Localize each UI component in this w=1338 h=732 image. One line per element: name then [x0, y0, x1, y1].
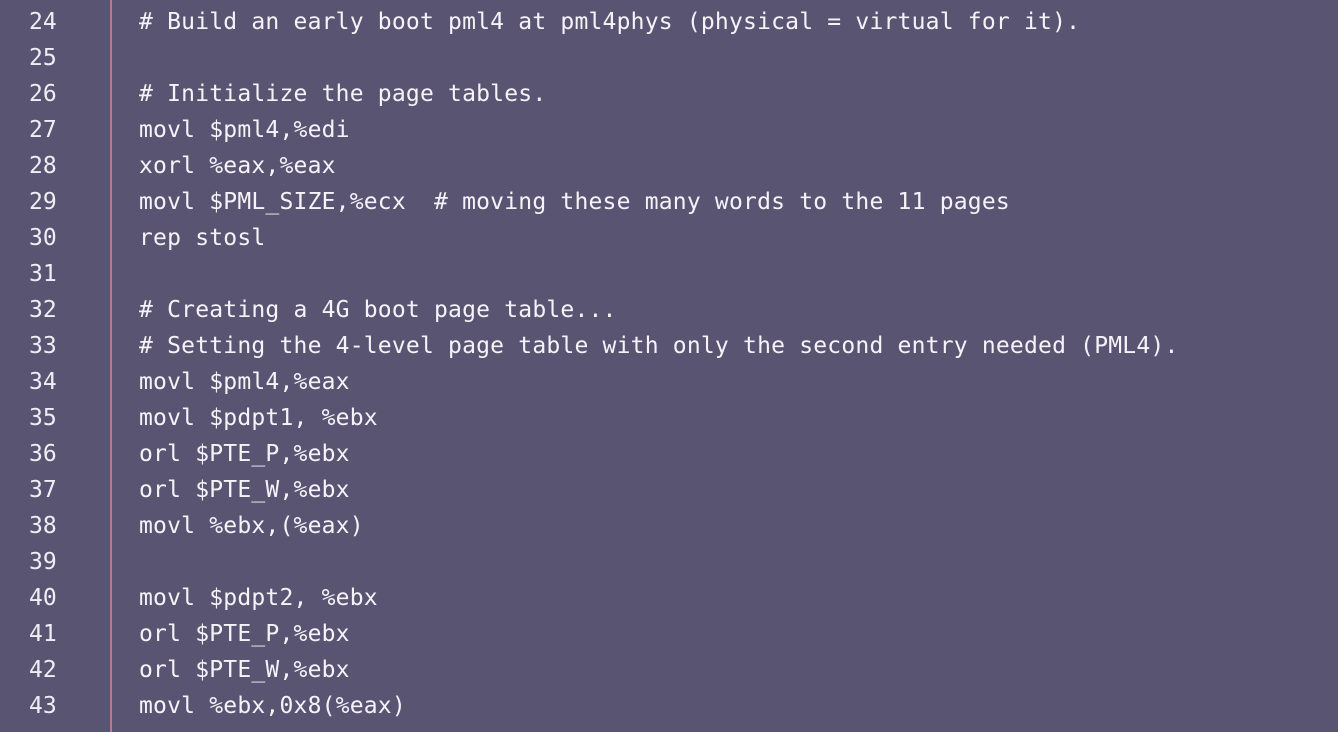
- gutter-divider: [110, 0, 112, 732]
- line-number: 28: [29, 153, 57, 179]
- line-code[interactable]: xorl %eax,%eax: [139, 153, 336, 179]
- code-line[interactable]: 24 # Build an early boot pml4 at pml4phys…: [0, 4, 1338, 40]
- code-line[interactable]: 30 rep stosl: [0, 220, 1338, 256]
- line-code[interactable]: movl $pml4,%edi: [139, 117, 350, 143]
- line-code[interactable]: movl $PML_SIZE,%ecx # moving these many …: [139, 189, 1010, 215]
- line-code[interactable]: movl $pml4,%eax: [139, 369, 350, 395]
- line-number: 41: [29, 621, 57, 647]
- code-line[interactable]: 35 movl $pdpt1, %ebx: [0, 400, 1338, 436]
- code-lines: 24 # Build an early boot pml4 at pml4phys…: [0, 4, 1338, 724]
- line-code[interactable]: movl %ebx,(%eax): [139, 513, 364, 539]
- line-number: 39: [29, 549, 57, 575]
- code-line[interactable]: 25: [0, 40, 1338, 76]
- code-line[interactable]: 42 orl $PTE_W,%ebx: [0, 652, 1338, 688]
- line-number: 33: [29, 333, 57, 359]
- code-line[interactable]: 31: [0, 256, 1338, 292]
- code-line[interactable]: 37 orl $PTE_W,%ebx: [0, 472, 1338, 508]
- line-code[interactable]: movl $pdpt1, %ebx: [139, 405, 378, 431]
- line-code[interactable]: rep stosl: [139, 225, 266, 251]
- line-code[interactable]: orl $PTE_W,%ebx: [139, 657, 350, 683]
- line-code[interactable]: movl %ebx,0x8(%eax): [139, 693, 406, 719]
- code-line[interactable]: 29 movl $PML_SIZE,%ecx # moving these man…: [0, 184, 1338, 220]
- line-number: 38: [29, 513, 57, 539]
- code-line[interactable]: 39: [0, 544, 1338, 580]
- line-number: 31: [29, 261, 57, 287]
- line-number: 25: [29, 45, 57, 71]
- line-number: 36: [29, 441, 57, 467]
- line-code[interactable]: orl $PTE_P,%ebx: [139, 621, 350, 647]
- line-number: 40: [29, 585, 57, 611]
- line-number: 42: [29, 657, 57, 683]
- code-line[interactable]: 27 movl $pml4,%edi: [0, 112, 1338, 148]
- line-code[interactable]: movl $pdpt2, %ebx: [139, 585, 378, 611]
- code-line[interactable]: 28 xorl %eax,%eax: [0, 148, 1338, 184]
- line-number: 24: [29, 9, 57, 35]
- line-number: 32: [29, 297, 57, 323]
- line-number: 29: [29, 189, 57, 215]
- line-code[interactable]: # Build an early boot pml4 at pml4phys (…: [139, 9, 1081, 35]
- line-number: 26: [29, 81, 57, 107]
- line-number: 27: [29, 117, 57, 143]
- line-code[interactable]: orl $PTE_P,%ebx: [139, 441, 350, 467]
- code-line[interactable]: 26 # Initialize the page tables.: [0, 76, 1338, 112]
- code-line[interactable]: 43 movl %ebx,0x8(%eax): [0, 688, 1338, 724]
- line-code[interactable]: # Initialize the page tables.: [139, 81, 547, 107]
- line-number: 35: [29, 405, 57, 431]
- line-code[interactable]: orl $PTE_W,%ebx: [139, 477, 350, 503]
- line-number: 30: [29, 225, 57, 251]
- line-number: 37: [29, 477, 57, 503]
- line-number: 43: [29, 693, 57, 719]
- line-code[interactable]: # Setting the 4-level page table with on…: [139, 333, 1179, 359]
- code-line[interactable]: 41 orl $PTE_P,%ebx: [0, 616, 1338, 652]
- code-line[interactable]: 32 # Creating a 4G boot page table...: [0, 292, 1338, 328]
- code-line[interactable]: 33 # Setting the 4-level page table with …: [0, 328, 1338, 364]
- code-line[interactable]: 40 movl $pdpt2, %ebx: [0, 580, 1338, 616]
- line-number: 34: [29, 369, 57, 395]
- code-line[interactable]: 38 movl %ebx,(%eax): [0, 508, 1338, 544]
- line-code[interactable]: # Creating a 4G boot page table...: [139, 297, 617, 323]
- code-line[interactable]: 34 movl $pml4,%eax: [0, 364, 1338, 400]
- code-line[interactable]: 36 orl $PTE_P,%ebx: [0, 436, 1338, 472]
